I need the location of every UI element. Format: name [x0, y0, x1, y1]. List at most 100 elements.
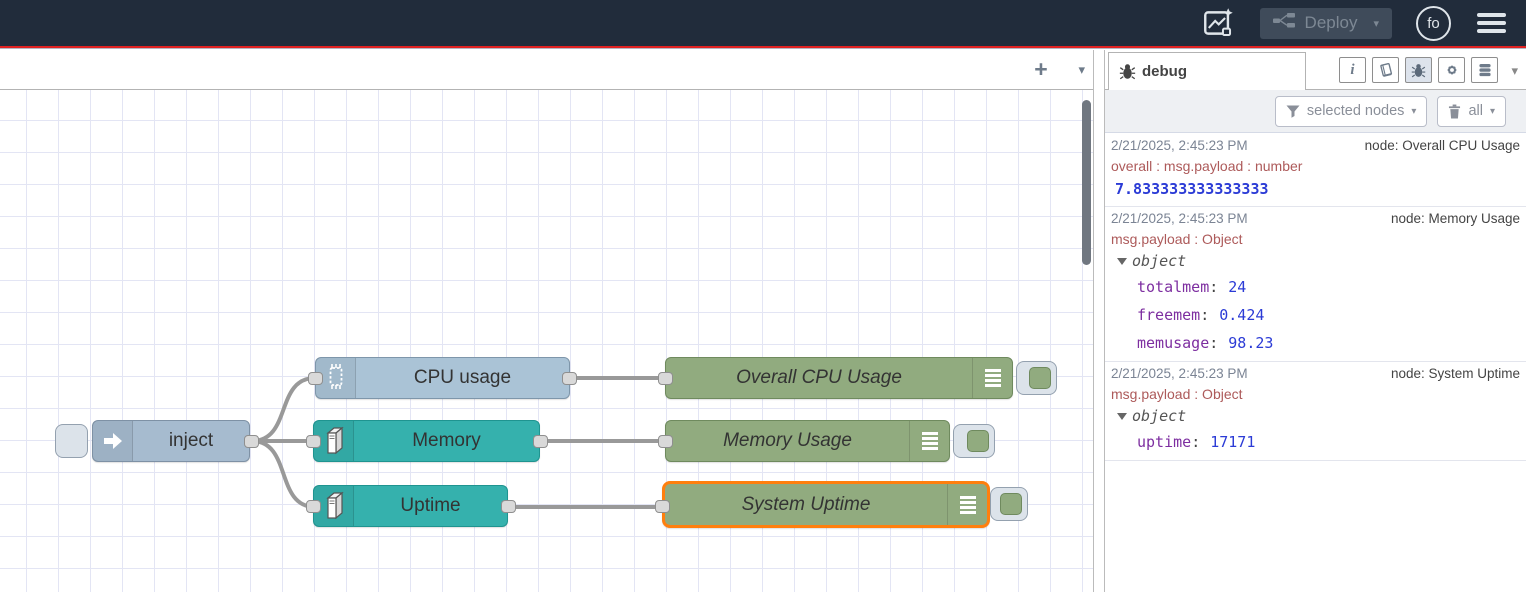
node-label: inject [168, 430, 214, 451]
deploy-button[interactable]: Deploy ▾ [1259, 7, 1392, 39]
message-timestamp: 2/21/2025, 2:45:23 PM [1111, 366, 1248, 381]
caret-down-icon [1117, 257, 1127, 265]
entry-key: memusage [1137, 334, 1218, 352]
debug-message-list: 2/21/2025, 2:45:23 PM node: Overall CPU … [1105, 134, 1526, 592]
debug-toggle-state [1029, 367, 1051, 389]
workspace: + ▾ inject [0, 50, 1093, 592]
debug-clear-label: all [1468, 103, 1483, 119]
tab-help-button[interactable] [1372, 57, 1399, 83]
flow-list-caret-icon[interactable]: ▾ [1078, 62, 1085, 77]
message-meta: 2/21/2025, 2:45:23 PM node: Overall CPU … [1111, 136, 1522, 156]
debug-list-icon [909, 421, 949, 461]
node-label: Overall CPU Usage [736, 367, 902, 388]
message-node-name: node: Overall CPU Usage [1364, 138, 1520, 153]
sidebar-caret-icon[interactable]: ▾ [1511, 63, 1518, 78]
message-property: msg.payload : Object [1111, 231, 1243, 247]
user-avatar[interactable]: fo [1416, 5, 1451, 41]
debug-toggle-button[interactable] [953, 424, 995, 458]
menu-icon[interactable] [1475, 9, 1508, 37]
node-memory-usage[interactable]: Memory Usage [665, 420, 950, 462]
object-entry: freemem0.424 [1111, 301, 1522, 329]
message-payload-number: 7.833333333333333 [1115, 180, 1269, 198]
sidebar-tab-buttons: i [1339, 57, 1498, 83]
debug-message[interactable]: 2/21/2025, 2:45:23 PM node: Memory Usage… [1105, 207, 1526, 362]
tab-context-button[interactable] [1471, 57, 1498, 83]
debug-clear-button[interactable]: all ▾ [1437, 95, 1506, 127]
flow-assistant-icon[interactable] [1200, 5, 1236, 41]
object-label: object [1132, 407, 1187, 425]
deploy-icon [1272, 13, 1295, 33]
node-label: System Uptime [741, 493, 871, 515]
message-property: overall : msg.payload : number [1111, 158, 1303, 174]
workspace-tab-bar: + ▾ [0, 50, 1093, 90]
tab-debug[interactable]: debug [1108, 52, 1306, 90]
port-input[interactable] [658, 435, 673, 448]
sidebar-splitter[interactable] [1093, 50, 1105, 592]
message-node-name: node: System Uptime [1390, 366, 1520, 381]
add-flow-button[interactable]: + [1027, 55, 1055, 83]
port-input[interactable] [655, 500, 670, 513]
port-output[interactable] [244, 435, 259, 448]
header: Deploy ▾ fo [0, 0, 1526, 46]
node-label: Memory Usage [723, 430, 852, 451]
port-input[interactable] [306, 500, 321, 513]
debug-filter-button[interactable]: selected nodes ▾ [1274, 95, 1428, 127]
database-icon [1478, 64, 1491, 77]
port-input[interactable] [308, 372, 323, 385]
node-memory[interactable]: Memory [313, 420, 540, 462]
header-accent-line [0, 46, 1526, 49]
debug-list-icon [972, 358, 1012, 398]
bug-icon [1411, 63, 1426, 77]
entry-key: totalmem [1137, 278, 1218, 296]
port-input[interactable] [306, 435, 321, 448]
port-output[interactable] [501, 500, 516, 513]
flow-canvas[interactable]: inject CPU usage [0, 90, 1093, 592]
debug-list-icon [947, 484, 987, 525]
object-entry: totalmem24 [1111, 273, 1522, 301]
object-expand-toggle[interactable]: object [1111, 249, 1522, 273]
tab-config-nodes-button[interactable] [1438, 57, 1465, 83]
entry-value: 17171 [1210, 433, 1256, 451]
clear-caret-icon: ▾ [1489, 105, 1495, 117]
message-timestamp: 2/21/2025, 2:45:23 PM [1111, 138, 1248, 153]
deploy-label: Deploy [1304, 13, 1358, 32]
entry-key: uptime [1137, 433, 1200, 451]
debug-toggle-state [967, 430, 989, 452]
debug-message[interactable]: 2/21/2025, 2:45:23 PM node: Overall CPU … [1105, 134, 1526, 207]
message-meta: 2/21/2025, 2:45:23 PM node: Memory Usage [1111, 209, 1522, 229]
deploy-caret-icon: ▾ [1373, 17, 1379, 30]
debug-toggle-button[interactable] [1016, 361, 1057, 395]
bug-icon [1119, 64, 1136, 80]
debug-message[interactable]: 2/21/2025, 2:45:23 PM node: System Uptim… [1105, 362, 1526, 461]
port-output[interactable] [562, 372, 577, 385]
wires[interactable] [0, 90, 1093, 592]
avatar-initials: fo [1427, 14, 1440, 32]
node-inject[interactable]: inject [92, 420, 250, 462]
entry-key: freemem [1137, 306, 1209, 324]
message-timestamp: 2/21/2025, 2:45:23 PM [1111, 211, 1248, 226]
inject-arrow-icon [93, 421, 133, 461]
tab-info-button[interactable]: i [1339, 57, 1366, 83]
node-label: CPU usage [413, 367, 512, 388]
object-entry: memusage98.23 [1111, 329, 1522, 357]
book-icon [1379, 62, 1392, 77]
inject-trigger-button[interactable] [55, 424, 88, 458]
canvas-scrollbar[interactable] [1082, 100, 1091, 265]
object-expand-toggle[interactable]: object [1111, 404, 1522, 428]
port-output[interactable] [533, 435, 548, 448]
node-uptime[interactable]: Uptime [313, 485, 508, 527]
tab-debug-button[interactable] [1405, 57, 1432, 83]
trash-icon [1449, 104, 1461, 118]
debug-filter-label: selected nodes [1306, 103, 1405, 119]
port-input[interactable] [658, 372, 673, 385]
message-meta: 2/21/2025, 2:45:23 PM node: System Uptim… [1111, 364, 1522, 384]
debug-toggle-state [1000, 493, 1022, 515]
sidebar: debug i [1105, 50, 1526, 592]
message-property: msg.payload : Object [1111, 386, 1243, 402]
funnel-icon [1286, 105, 1300, 118]
node-system-uptime[interactable]: System Uptime [662, 481, 990, 528]
debug-toggle-button[interactable] [990, 487, 1028, 521]
node-cpu-usage[interactable]: CPU usage [315, 357, 570, 399]
node-overall-cpu-usage[interactable]: Overall CPU Usage [665, 357, 1013, 399]
